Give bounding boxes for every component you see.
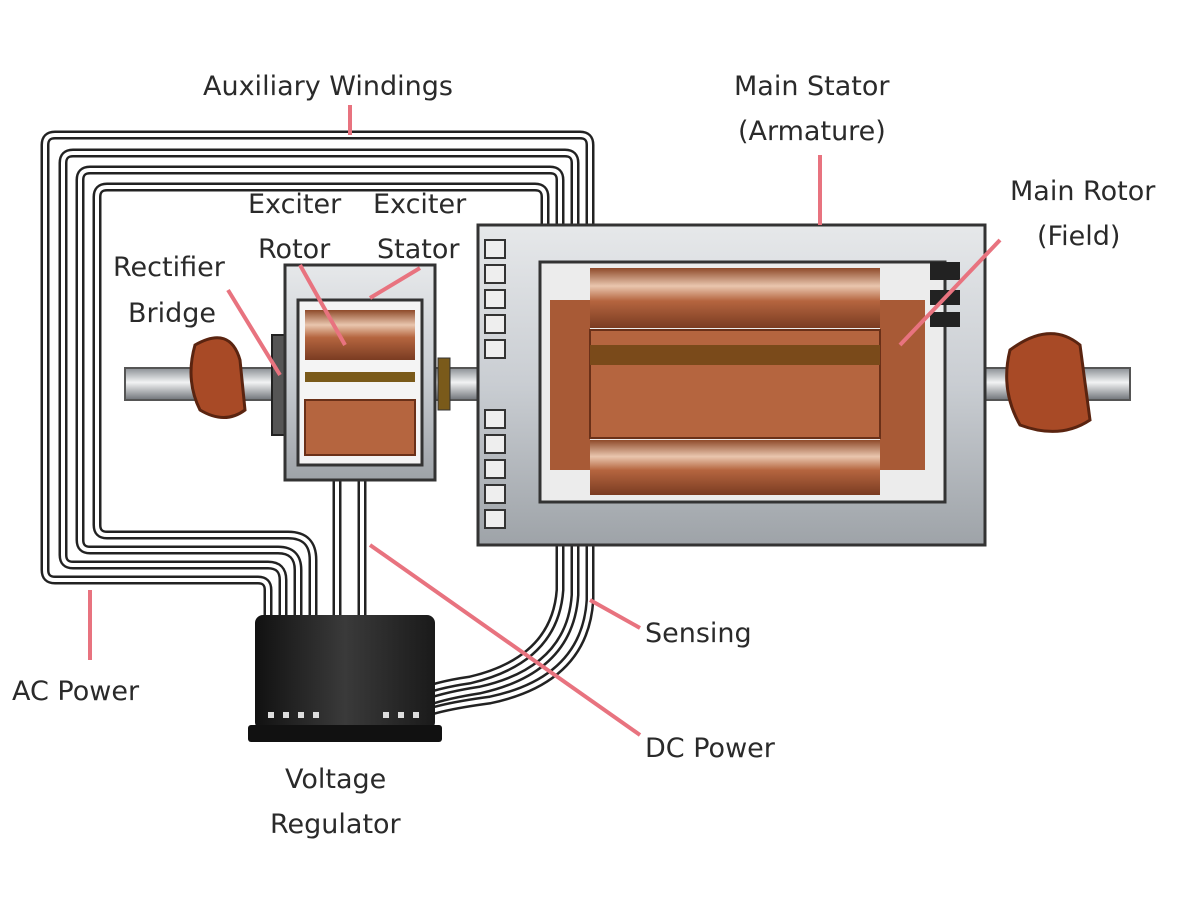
leader-lines — [88, 105, 1002, 737]
label-exciter-stator-2: Stator — [377, 234, 460, 265]
label-sensing: Sensing — [645, 618, 752, 649]
exciter-rotor-winding — [305, 310, 415, 360]
main-stator-winding — [590, 268, 880, 328]
label-exciter-stator: Exciter — [373, 189, 467, 220]
label-rectifier: Rectifier — [113, 252, 226, 283]
label-ac-power: AC Power — [12, 676, 140, 707]
label-auxiliary-windings: Auxiliary Windings — [203, 71, 453, 102]
label-voltage: Voltage — [285, 764, 386, 795]
dc-power-wires — [332, 480, 367, 615]
label-field: (Field) — [1037, 221, 1120, 252]
voltage-regulator — [248, 615, 442, 742]
auxiliary-winding-wires — [40, 130, 595, 615]
label-bridge: Bridge — [128, 298, 216, 329]
label-armature: (Armature) — [738, 116, 886, 147]
label-exciter-rotor: Exciter — [248, 189, 342, 220]
main-stator — [476, 223, 987, 547]
label-main-rotor: Main Rotor — [1010, 176, 1156, 207]
label-exciter-rotor-2: Rotor — [258, 234, 331, 265]
left-fan — [189, 336, 247, 419]
coupling — [437, 357, 451, 411]
right-fan — [1005, 332, 1092, 433]
exciter — [283, 263, 437, 482]
label-main-stator: Main Stator — [734, 71, 890, 102]
label-regulator: Regulator — [270, 809, 402, 840]
label-dc-power: DC Power — [645, 733, 776, 764]
